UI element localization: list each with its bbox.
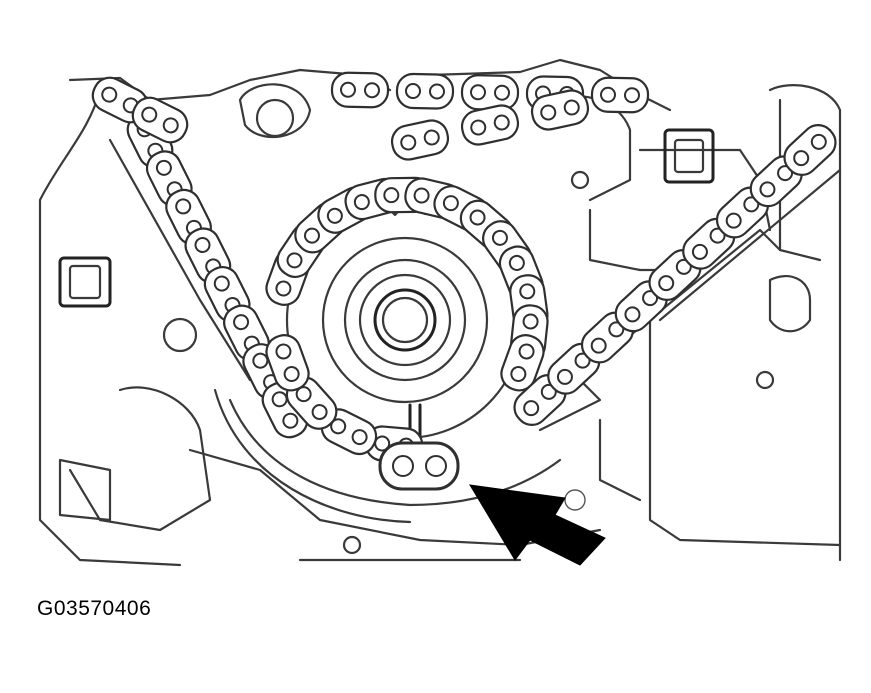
chain-link [590,76,650,114]
chain-link [265,334,310,392]
engine-timing-diagram [38,58,842,567]
chain-link [530,89,590,131]
bolt-head-left [58,256,112,308]
chain-link [500,334,545,392]
chain-link [285,376,338,430]
chain-link [783,124,837,176]
chain-link [330,71,390,109]
figure-code-label: G03570406 [37,597,152,620]
bolt-head-right [663,128,812,333]
timing-chain-illustration [38,58,842,567]
chain-link [395,72,455,110]
chain-link [390,119,450,161]
timing-chain [91,71,837,464]
chain-link [131,96,189,144]
chain-link [320,408,378,456]
marked-chain-link [378,441,460,491]
chain-link [460,104,520,146]
chain-link [460,74,520,111]
arrow-pointer-icon [469,484,606,566]
